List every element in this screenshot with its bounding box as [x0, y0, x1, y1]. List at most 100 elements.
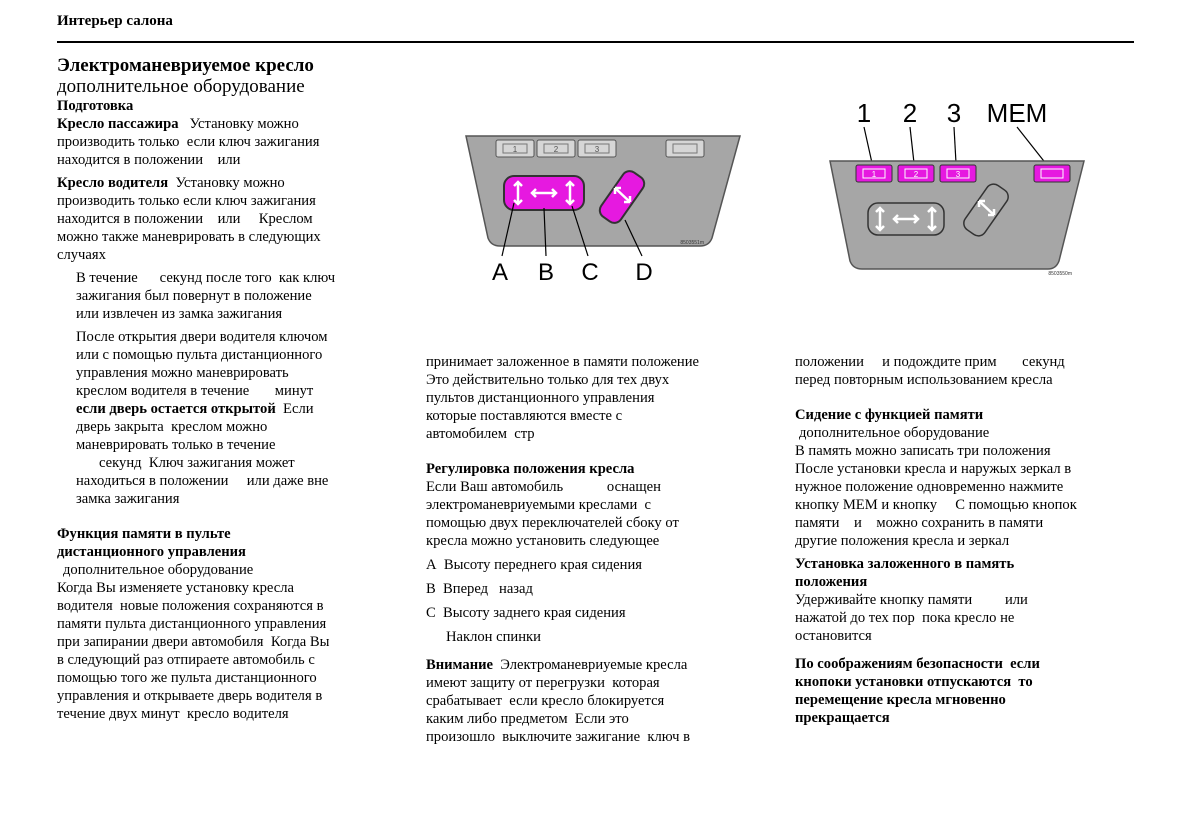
warning-line-1: Внимание Электроманевриуемые кресла [426, 656, 771, 674]
warning-line-5: произошло выключите зажигание ключ в [426, 729, 690, 745]
col2-cont-1: принимает заложенное в памяти положение [426, 354, 700, 370]
button-label: 2 [914, 170, 919, 179]
col3-cont-2: перед повторным использованием кресла [795, 372, 1053, 388]
case-2-line-8: секунд Ключ зажигания может [99, 455, 295, 471]
section-header: Интерьер салона [57, 13, 173, 29]
diagram-label-mem: MEM [987, 98, 1048, 128]
mem-body-6: другие положения кресла и зеркал [795, 533, 1010, 549]
warning-line-3: срабатывает если кресло блокируется [426, 693, 665, 709]
recall-heading-2: положения [795, 574, 868, 590]
mem-button [665, 139, 705, 158]
figure-code: 8503551m [680, 240, 704, 246]
driver-line-1: Кресло водителя Установку можно [57, 174, 397, 192]
figure-code: 8503550m [1048, 271, 1072, 277]
mem-body-3: нужное положение одновременно нажмите [795, 479, 1064, 495]
button-label: 1 [872, 170, 877, 179]
passenger-line-3: находится в положении или [57, 152, 241, 168]
case-2-line-9: находиться в положении или даже вне [76, 473, 329, 489]
adjust-body-3: помощью двух переключателей сбоку от [426, 515, 679, 531]
memory-body-8: течение двух минут кресло водителя [57, 706, 289, 722]
driver-text: Установку можно [175, 175, 285, 191]
recall-body-3: остановится [795, 628, 872, 644]
recall-body-1: Удерживайте кнопку памяти или [795, 592, 1028, 608]
case-2-line-6: дверь закрыта креслом можно [76, 419, 268, 435]
diagram-label-b: B [538, 259, 554, 286]
mem-button [1033, 164, 1071, 183]
passenger-label: Кресло пассажира [57, 116, 179, 132]
height-arrow-icon [927, 206, 937, 232]
memory-button-1: 1 [495, 139, 535, 158]
switch-panel [465, 135, 741, 247]
mem-body-2: После установки кресла и наружых зеркал … [795, 461, 1072, 477]
diagram-label-1: 1 [857, 98, 871, 128]
recline-arrow-icon [613, 186, 632, 204]
column-3: положении и подождите прим секунд перед … [795, 353, 1140, 727]
case-1-line-1: В течение секунд после того как ключ [76, 270, 336, 286]
fore-aft-arrow-icon [530, 188, 558, 198]
column-1: Электроманевриуемое кресло дополнительно… [57, 56, 397, 723]
recall-heading-1: Установка заложенного в память [795, 556, 1015, 572]
case-2-line-10: замка зажигания [76, 491, 180, 507]
backrest-switch [598, 170, 646, 224]
driver-line-2: производить только если ключ зажигания [57, 193, 316, 209]
memory-subtitle: дополнительное оборудование [63, 562, 254, 578]
col3-cont-1: положении и подождите прим секунд [795, 354, 1065, 370]
list-text: Наклон спинки [446, 629, 541, 645]
passenger-text: Установку можно [189, 116, 299, 132]
driver-line-4: можно также маневрировать в следующих [57, 229, 321, 245]
memory-body-3: памяти пульта дистанционного управления [57, 616, 327, 632]
list-letter: B [426, 581, 436, 597]
adjust-body-2: электроманевриуемыми креслами с [426, 497, 652, 513]
col2-cont-2: Это действительно только для тех двух [426, 372, 670, 388]
passenger-line-2: производить только если ключ зажигания [57, 134, 320, 150]
safety-4: прекращается [795, 710, 890, 726]
button-label: 3 [595, 145, 600, 154]
memory-button-3: 3 [939, 164, 977, 183]
case-2-line-2: или с помощью пульта дистанционного [76, 347, 323, 363]
seat-memory-diagram: 1 2 3 MEM 1 2 3 8503550m [829, 98, 1085, 277]
prep-heading: Подготовка [57, 98, 134, 114]
col2-cont-5: автомобилем стр [426, 426, 535, 442]
mem-body-5: памяти и можно сохранить в памяти [795, 515, 1044, 531]
button-label: 2 [554, 145, 559, 154]
memory-body-2: водителя новые положения сохраняются в [57, 598, 324, 614]
driver-line-5: случаях [57, 247, 106, 263]
list-item: B Вперед назад [426, 580, 771, 598]
case-2-line-3: управления можно маневрировать [76, 365, 289, 381]
page-title: Электроманевриуемое кресло [57, 55, 314, 76]
col2-cont-4: которые поставляются вместе с [426, 408, 623, 424]
diagram-label-c: C [581, 259, 598, 286]
case-2-bold: если дверь остается открытой [76, 401, 276, 417]
passenger-line-1: Кресло пассажира Установку можно [57, 115, 397, 133]
mem-body-4: кнопку MEM и кнопку С помощью кнопок [795, 497, 1077, 513]
diagram-label-a: A [492, 259, 508, 286]
memory-body-4: при запирании двери автомобиля Когда Вы [57, 634, 330, 650]
case-2-line-1: После открытия двери водителя ключом [76, 329, 328, 345]
memory-body-5: в следующий раз отпираете автомобиль с [57, 652, 315, 668]
list-item: A Высоту переднего края сидения [426, 556, 771, 574]
mem-seat-subtitle: дополнительное оборудование [799, 425, 990, 441]
memory-body-1: Когда Вы изменяете установку кресла [57, 580, 294, 596]
recall-body-2: нажатой до тех пор пока кресло не [795, 610, 1015, 626]
list-text: Вперед назад [443, 581, 533, 597]
case-2-line-5: если дверь остается открытой Если [76, 400, 397, 418]
list-item: C Высоту заднего края сидения [426, 604, 771, 622]
mem-body-1: В память можно записать три положения [795, 443, 1051, 459]
safety-2: кнопоки установки отпускаются то [795, 674, 1033, 690]
adjust-heading: Регулировка положения кресла [426, 461, 635, 477]
seat-cushion-switch [503, 175, 585, 211]
list-letter: A [426, 557, 437, 573]
height-arrow-icon [513, 180, 523, 206]
memory-button-3: 3 [577, 139, 617, 158]
adjust-list: A Высоту переднего края сидения B Вперед… [426, 556, 771, 646]
page-title-subtitle: дополнительное оборудование [57, 76, 305, 97]
memory-body-6: помощью того же пульта дистанционного [57, 670, 317, 686]
recline-arrow-icon [977, 199, 996, 217]
list-item: Наклон спинки [446, 628, 771, 646]
height-arrow-icon [565, 180, 575, 206]
list-text: Высоту переднего края сидения [443, 557, 642, 573]
driver-label: Кресло водителя [57, 175, 169, 191]
switch-panel [829, 160, 1085, 270]
case-1-line-2: зажигания был повернут в положение [76, 288, 312, 304]
header-rule [57, 41, 1134, 43]
